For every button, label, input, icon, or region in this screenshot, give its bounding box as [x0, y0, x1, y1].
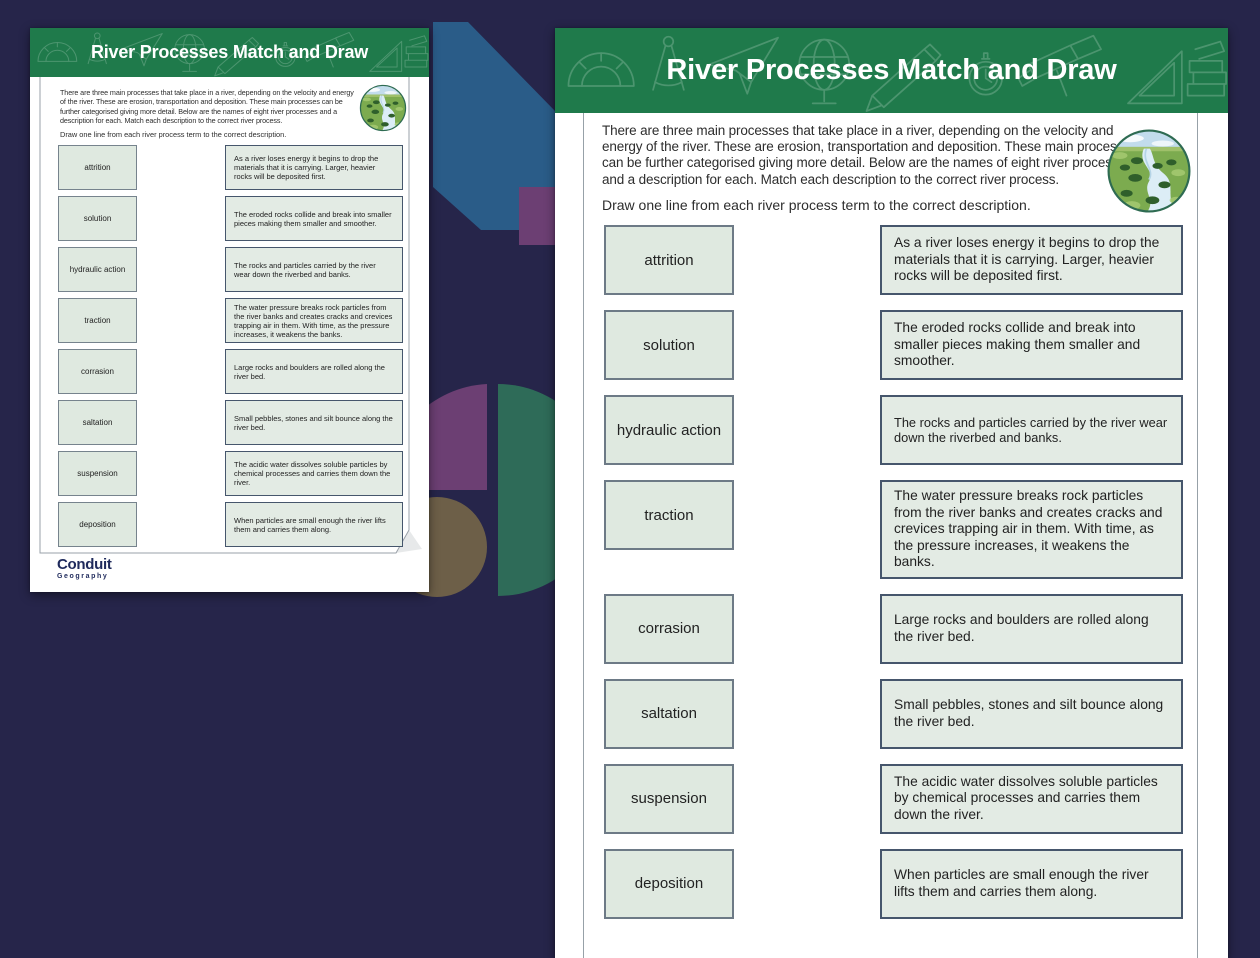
instruction-text: Draw one line from each river process te… — [60, 130, 287, 139]
page-frame — [583, 113, 1198, 958]
match-row: attrition As a river loses energy it beg… — [58, 145, 403, 190]
description-box: The rocks and particles carried by the r… — [225, 247, 403, 292]
match-rows: attrition As a river loses energy it beg… — [604, 225, 1183, 934]
term-box: hydraulic action — [604, 395, 734, 465]
description-box: Small pebbles, stones and silt bounce al… — [225, 400, 403, 445]
match-row: hydraulic action The rocks and particles… — [58, 247, 403, 292]
worksheet-banner: River Processes Match and Draw — [30, 28, 429, 77]
match-row: saltation Small pebbles, stones and silt… — [58, 400, 403, 445]
term-box: corrasion — [58, 349, 137, 394]
term-box: traction — [58, 298, 137, 343]
bg-blue-parallelogram — [433, 22, 556, 230]
term-box: suspension — [604, 763, 734, 834]
term-box: hydraulic action — [58, 247, 137, 292]
worksheet-title: River Processes Match and Draw — [666, 54, 1117, 86]
match-row: suspension The acidic water dissolves so… — [58, 451, 403, 496]
logo-name: Conduit — [57, 556, 112, 573]
match-row: suspension The acidic water dissolves so… — [604, 763, 1183, 834]
match-row: solution The eroded rocks collide and br… — [604, 310, 1183, 380]
match-row: traction The water pressure breaks rock … — [604, 480, 1183, 579]
description-box: The water pressure breaks rock particles… — [225, 298, 403, 343]
river-photo-icon — [359, 84, 407, 132]
match-row: traction The water pressure breaks rock … — [58, 298, 403, 343]
match-rows: attrition As a river loses energy it beg… — [58, 145, 403, 553]
term-box: suspension — [58, 451, 137, 496]
publisher-logo: Conduit Geography — [57, 556, 112, 580]
match-row: hydraulic action The rocks and particles… — [604, 395, 1183, 465]
match-row: corrasion Large rocks and boulders are r… — [604, 593, 1183, 664]
description-box: When particles are small enough the rive… — [225, 502, 403, 547]
description-box: Large rocks and boulders are rolled alon… — [225, 349, 403, 394]
term-box: saltation — [604, 678, 734, 749]
term-box: corrasion — [604, 593, 734, 664]
river-photo-icon — [1106, 128, 1192, 214]
term-box: attrition — [58, 145, 137, 190]
term-box: solution — [58, 196, 137, 241]
term-box: traction — [604, 480, 734, 550]
description-box: The rocks and particles carried by the r… — [880, 395, 1183, 465]
description-box: As a river loses energy it begins to dro… — [880, 225, 1183, 295]
match-row: deposition When particles are small enou… — [58, 502, 403, 547]
match-row: saltation Small pebbles, stones and silt… — [604, 678, 1183, 749]
term-box: deposition — [58, 502, 137, 547]
match-row: attrition As a river loses energy it beg… — [604, 225, 1183, 295]
folded-corner — [396, 530, 422, 553]
description-box: The acidic water dissolves soluble parti… — [880, 763, 1183, 834]
description-box: Small pebbles, stones and silt bounce al… — [880, 678, 1183, 749]
description-box: The water pressure breaks rock particles… — [880, 480, 1183, 579]
match-row: solution The eroded rocks collide and br… — [58, 196, 403, 241]
intro-text: There are three main processes that take… — [602, 123, 1138, 187]
logo-subtitle: Geography — [57, 573, 109, 580]
description-box: The eroded rocks collide and break into … — [880, 310, 1183, 380]
description-box: The eroded rocks collide and break into … — [225, 196, 403, 241]
term-box: attrition — [604, 225, 734, 295]
description-box: When particles are small enough the rive… — [880, 848, 1183, 919]
term-box: saltation — [58, 400, 137, 445]
description-box: Large rocks and boulders are rolled alon… — [880, 593, 1183, 664]
instruction-text: Draw one line from each river process te… — [602, 197, 1031, 213]
match-row: deposition When particles are small enou… — [604, 848, 1183, 919]
bg-purple-rectangle — [519, 187, 559, 245]
description-box: As a river loses energy it begins to dro… — [225, 145, 403, 190]
description-box: The acidic water dissolves soluble parti… — [225, 451, 403, 496]
worksheet-preview-small: River Processes Match and Draw There are… — [30, 28, 429, 592]
worksheet-preview-large: River Processes Match and Draw There are… — [555, 28, 1228, 958]
intro-text: There are three main processes that take… — [60, 88, 354, 126]
match-row: corrasion Large rocks and boulders are r… — [58, 349, 403, 394]
page-frame — [39, 77, 422, 554]
worksheet-title: River Processes Match and Draw — [90, 42, 369, 62]
term-box: deposition — [604, 848, 734, 919]
term-box: solution — [604, 310, 734, 380]
worksheet-banner: River Processes Match and Draw — [555, 28, 1228, 113]
